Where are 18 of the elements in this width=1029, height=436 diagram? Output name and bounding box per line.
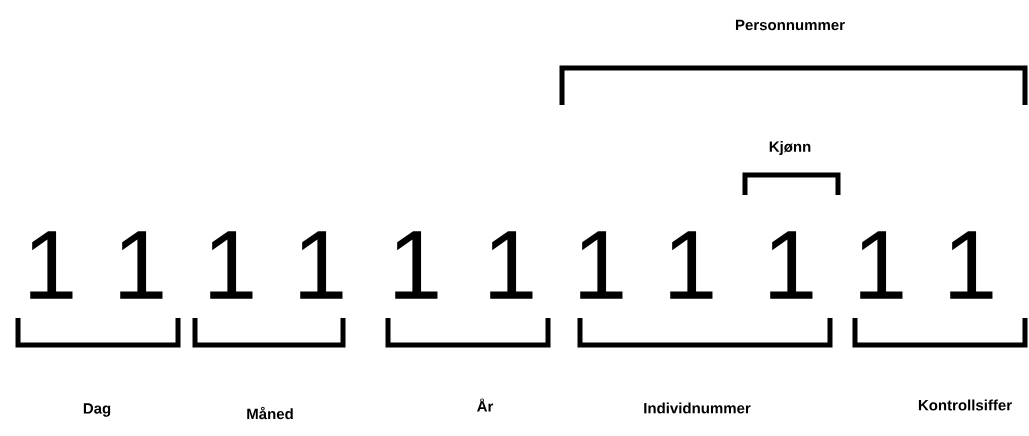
- digit: 1: [950, 231, 993, 299]
- digit: 1: [490, 231, 533, 299]
- part-label: Kjønn: [769, 141, 811, 155]
- digit: 1: [770, 231, 813, 299]
- digit: 1: [395, 231, 438, 299]
- part-label: År: [477, 398, 494, 412]
- part-label: Dag: [83, 403, 111, 417]
- digit: 1: [210, 231, 253, 299]
- digit: 1: [300, 231, 343, 299]
- digit: 1: [30, 231, 73, 299]
- part-label: Kontrollsiffer: [918, 399, 1012, 411]
- digit: 1: [670, 231, 713, 299]
- part-label: Personnummer: [736, 19, 845, 31]
- digit: 1: [120, 231, 163, 299]
- part-label: Individnummer: [644, 402, 751, 414]
- part-label: Måned: [247, 406, 293, 420]
- digit: 1: [860, 231, 903, 299]
- digit: 1: [580, 231, 623, 299]
